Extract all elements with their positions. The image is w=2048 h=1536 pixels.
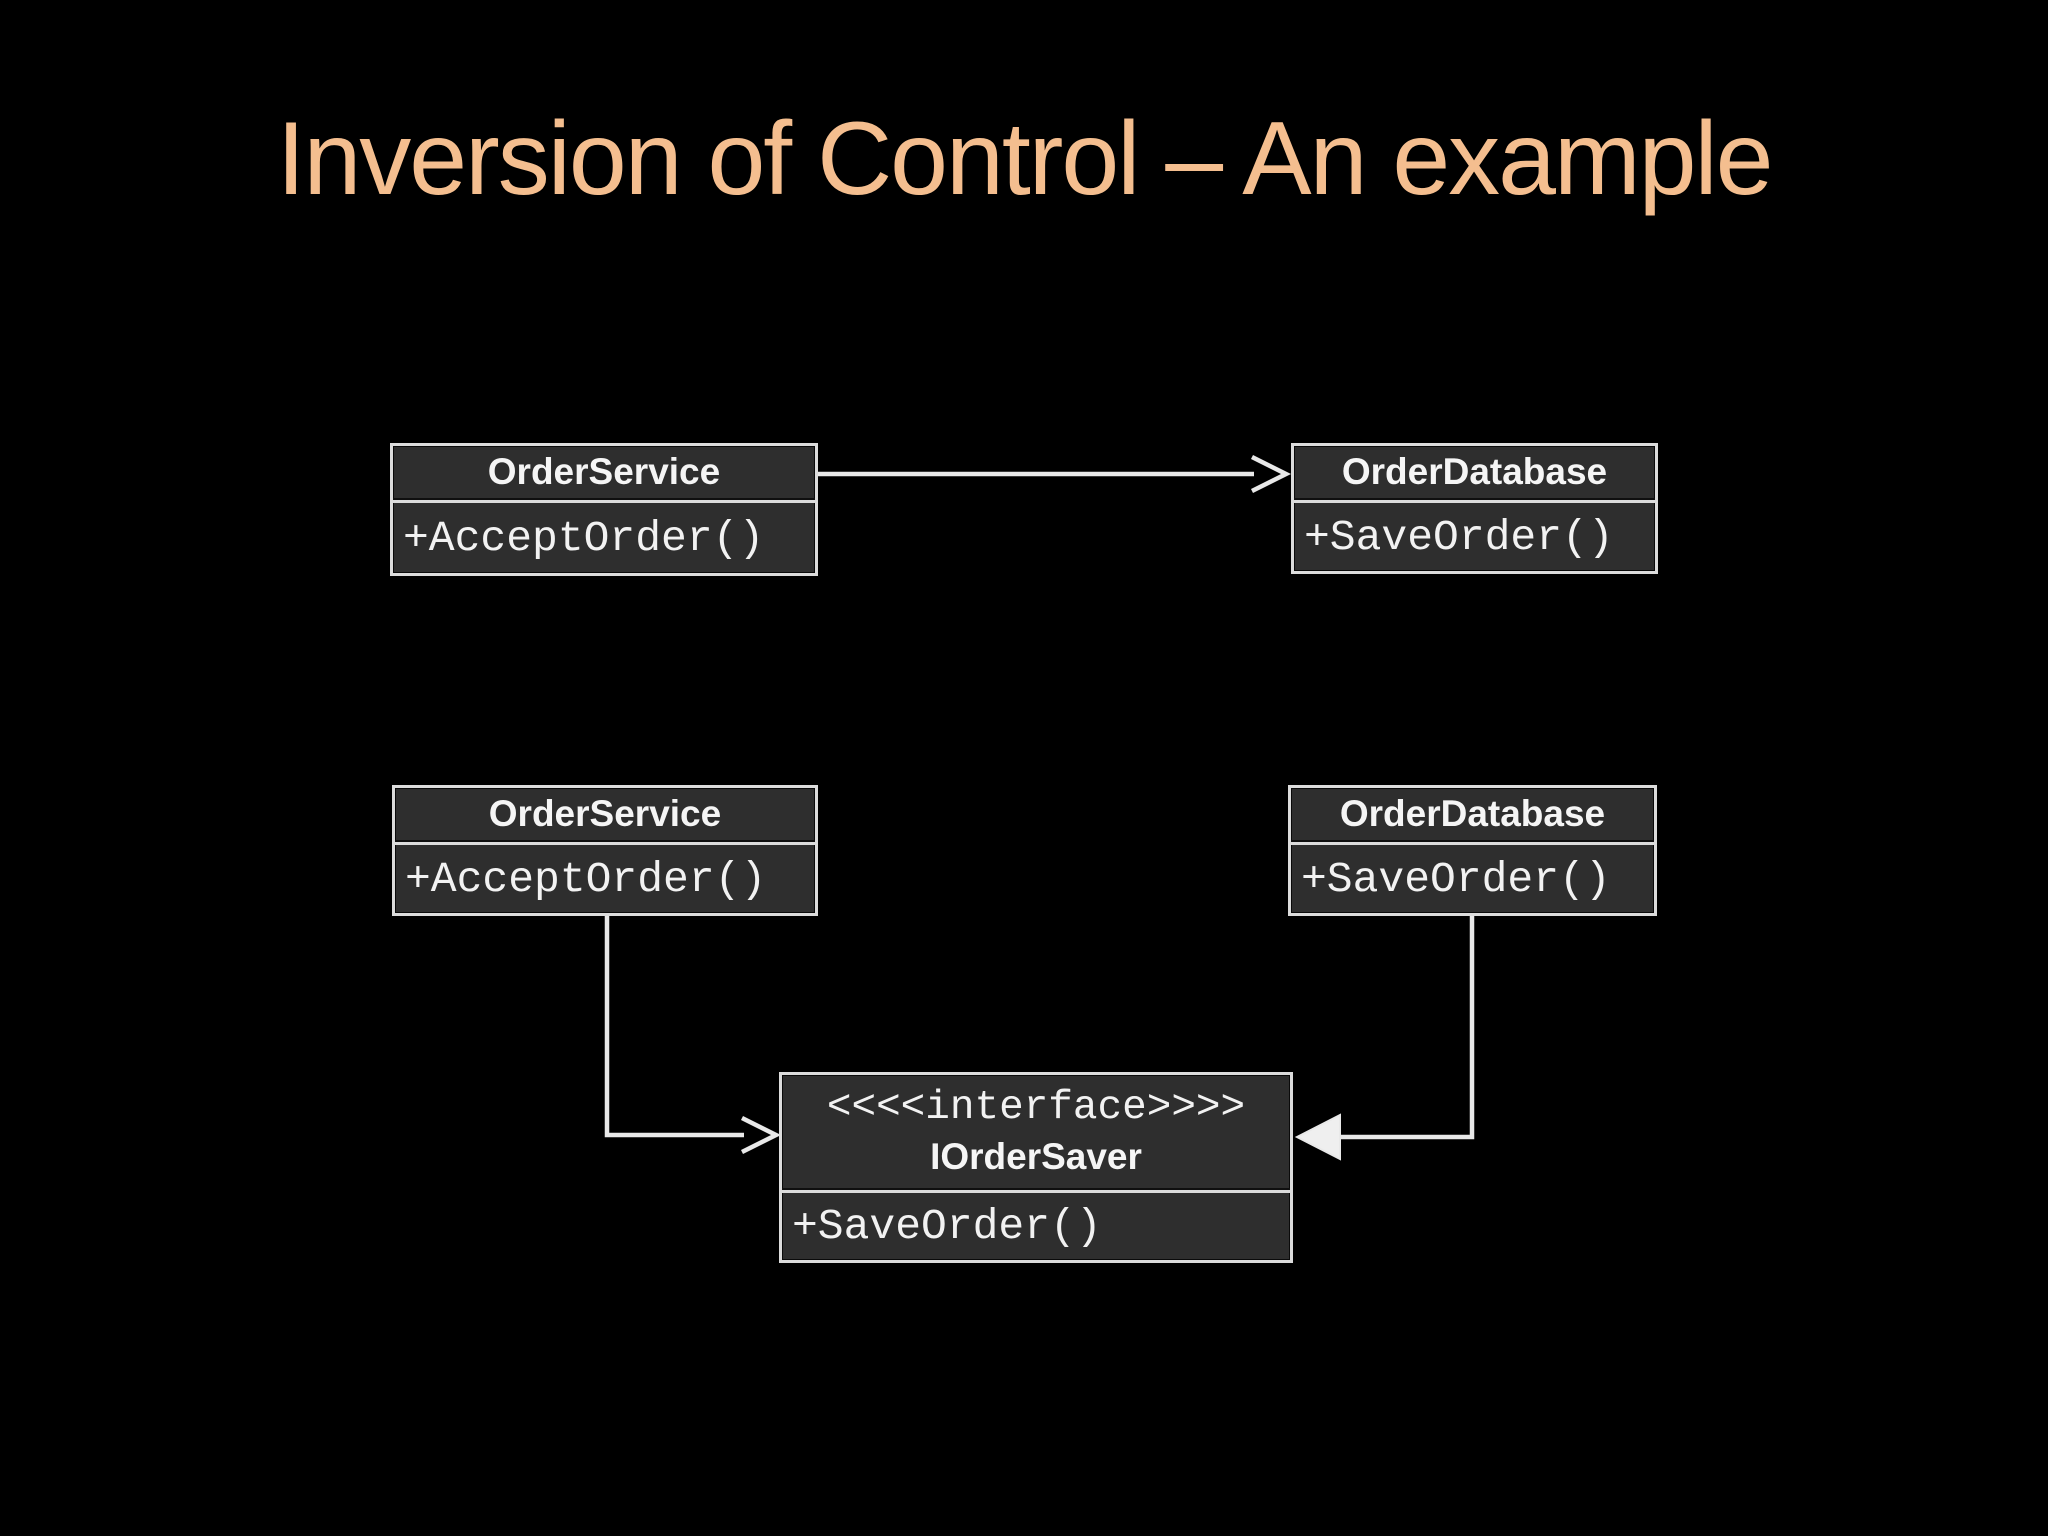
class-method: +SaveOrder(): [1291, 842, 1654, 913]
class-box-orderservice-bottom: OrderService +AcceptOrder(): [392, 785, 818, 916]
open-arrowhead-icon: [740, 1115, 782, 1155]
dependency-arrow-orderservice-to-orderdatabase: [818, 454, 1292, 494]
class-name: OrderDatabase: [1339, 792, 1606, 834]
interface-header: <<<<interface>>>> IOrderSaver: [782, 1075, 1290, 1190]
class-header: OrderDatabase: [1291, 788, 1654, 842]
class-name: OrderDatabase: [1341, 450, 1608, 492]
class-method: +SaveOrder(): [1294, 500, 1655, 571]
open-arrowhead-icon: [1250, 454, 1292, 494]
class-name: OrderService: [487, 450, 721, 492]
class-name: IOrderSaver: [930, 1136, 1142, 1177]
class-header: OrderService: [393, 446, 815, 500]
arrow-line: [1340, 914, 1475, 1140]
slide-title: Inversion of Control – An example: [276, 101, 1774, 217]
class-name: OrderService: [488, 792, 722, 834]
class-method: +SaveOrder(): [782, 1190, 1290, 1260]
class-box-orderdatabase-bottom: OrderDatabase +SaveOrder(): [1288, 785, 1657, 916]
filled-arrowhead-icon: [1294, 1113, 1341, 1161]
arrow-line: [604, 914, 744, 1138]
class-method: +AcceptOrder(): [395, 842, 815, 913]
class-header: OrderDatabase: [1294, 446, 1655, 500]
realization-arrow-orderdatabase-to-iordersaver: [1294, 914, 1475, 1161]
class-header: OrderService: [395, 788, 815, 842]
class-box-orderdatabase-top: OrderDatabase +SaveOrder(): [1291, 443, 1658, 574]
class-box-orderservice-top: OrderService +AcceptOrder(): [390, 443, 818, 576]
class-method: +AcceptOrder(): [393, 500, 815, 573]
stereotype-label: <<<<interface>>>>: [826, 1084, 1246, 1131]
interface-box-iordersaver: <<<<interface>>>> IOrderSaver +SaveOrder…: [779, 1072, 1293, 1263]
dependency-arrow-orderservice-to-iordersaver: [604, 914, 782, 1155]
